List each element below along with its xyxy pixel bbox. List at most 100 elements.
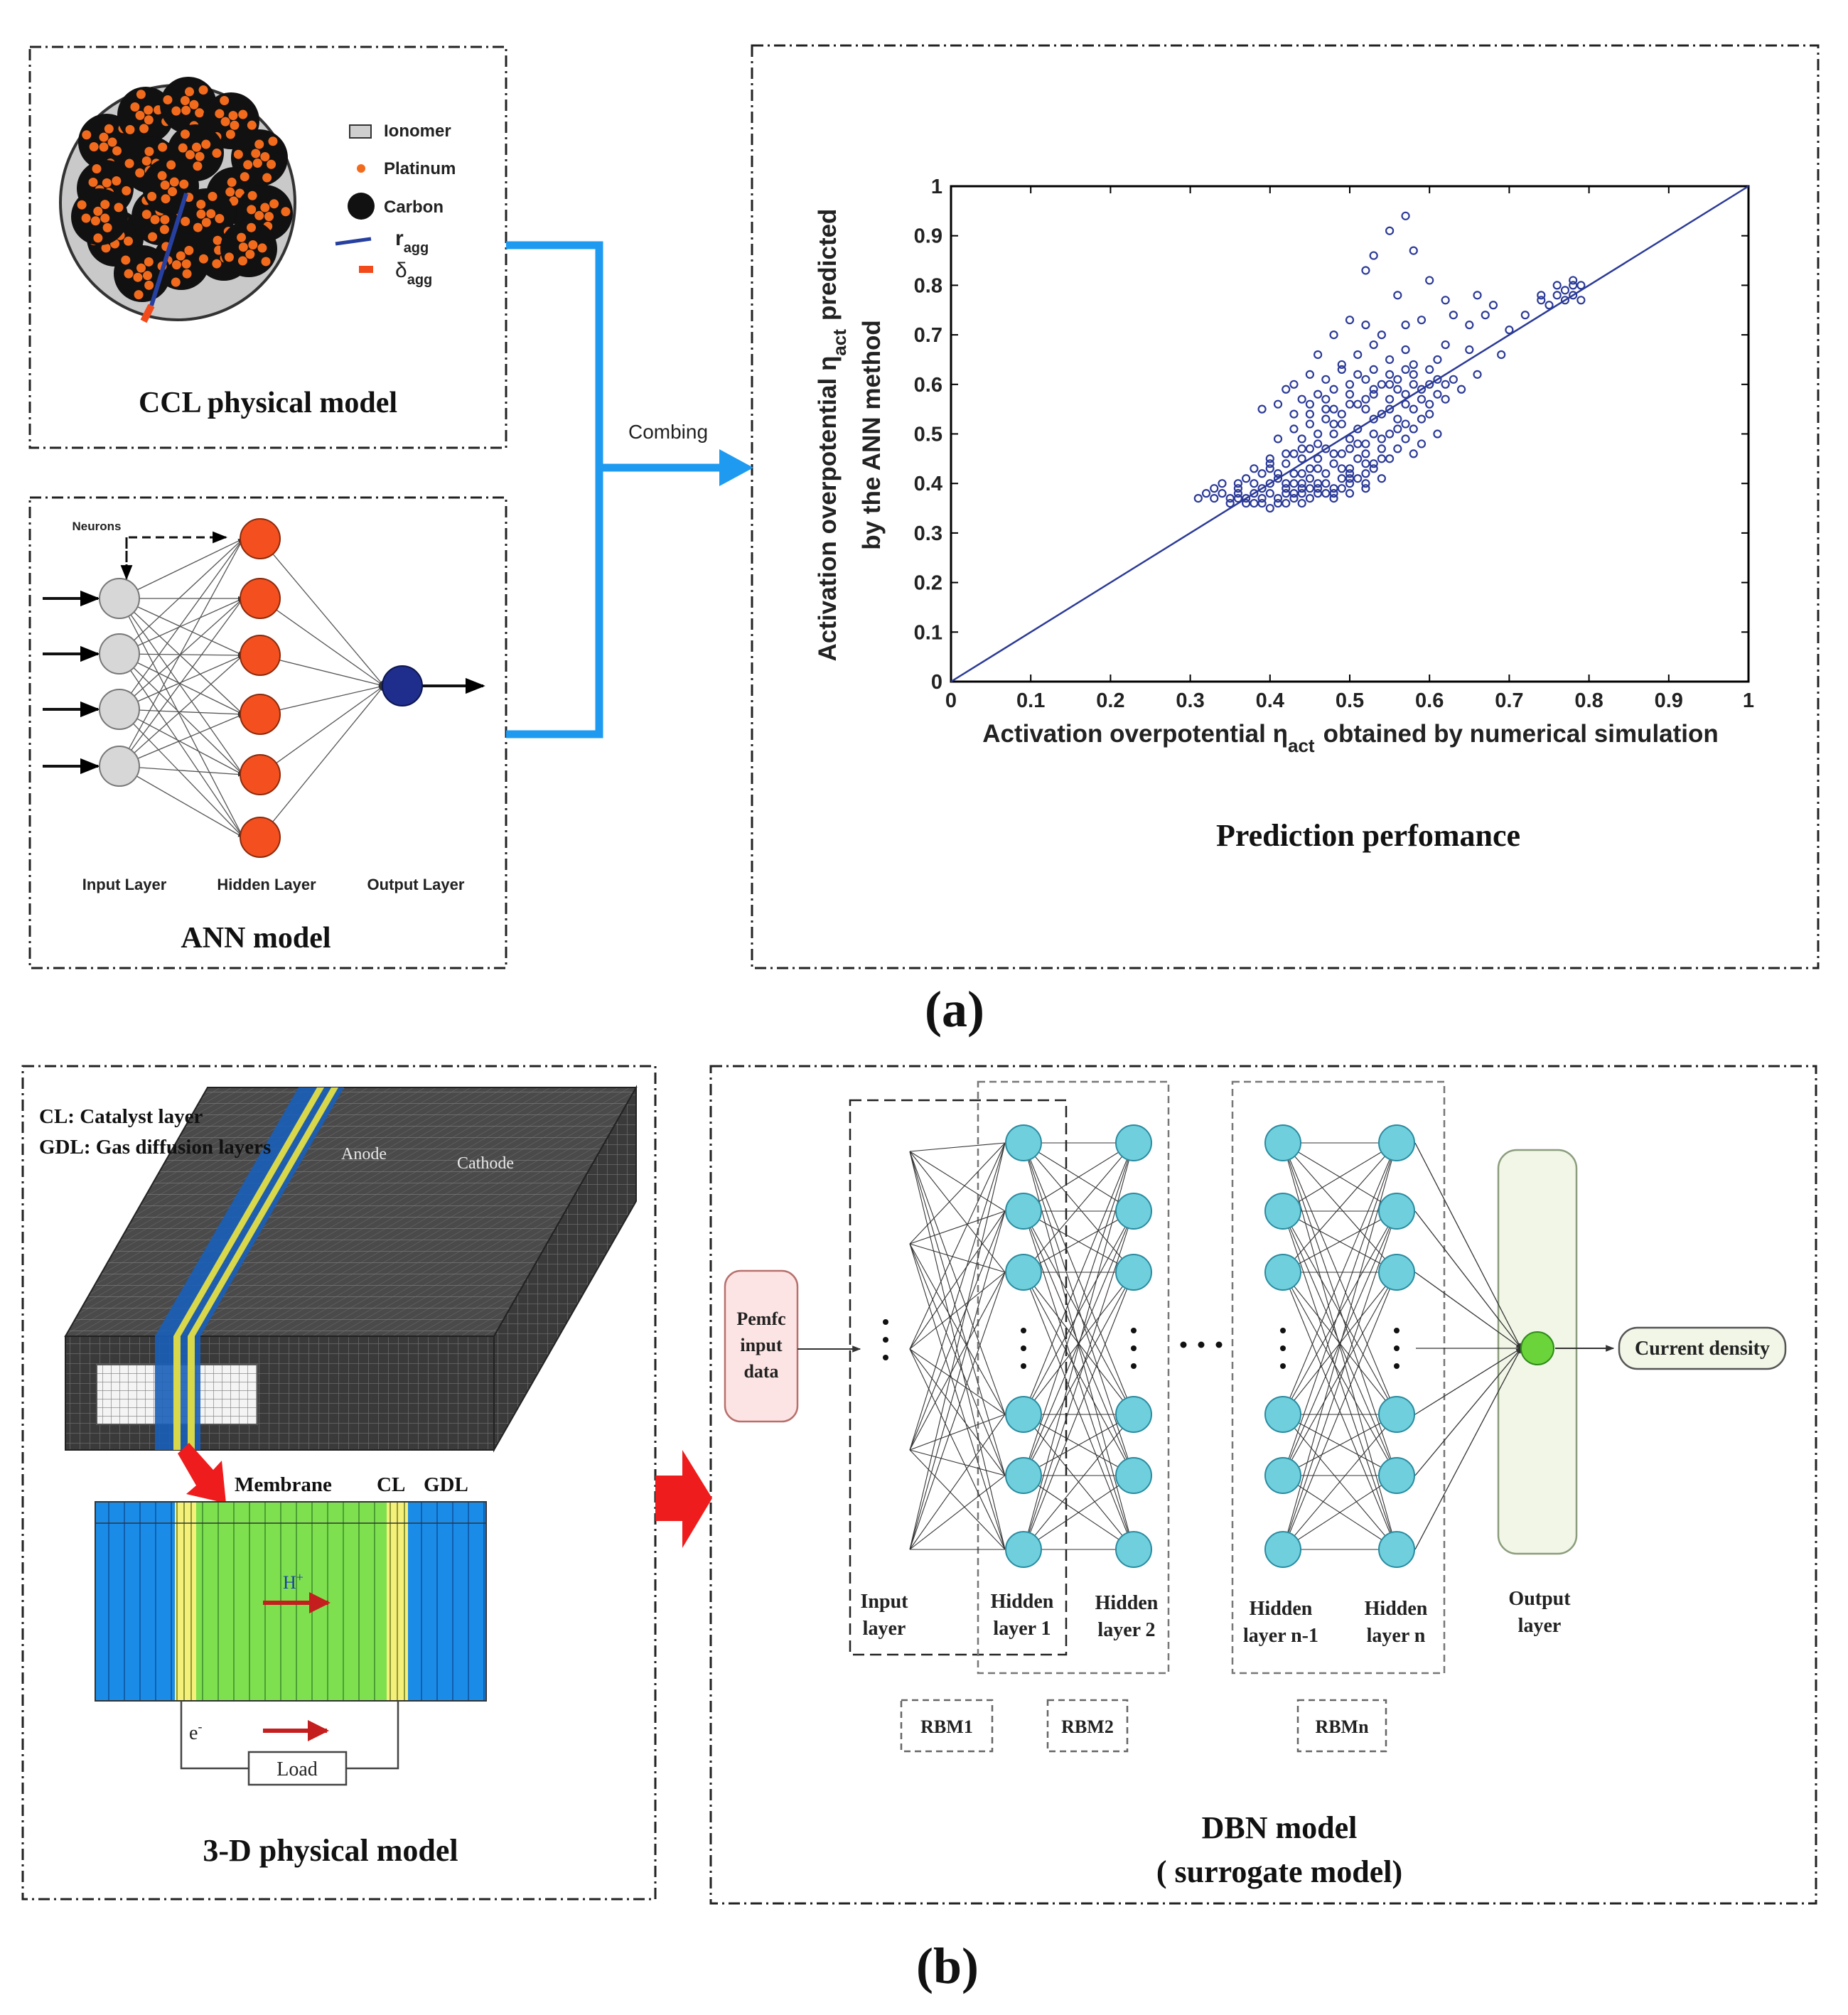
dbn-diagram — [724, 1080, 1787, 1753]
platinum-dot — [195, 151, 205, 161]
ellipsis-dot — [1021, 1328, 1026, 1333]
dbn-connection — [909, 1272, 1006, 1350]
platinum-dot — [135, 110, 145, 120]
data-point — [1305, 464, 1315, 473]
data-point — [1545, 301, 1554, 310]
platinum-dot — [206, 209, 216, 219]
platinum-dot — [192, 142, 202, 152]
hidden-neuron — [240, 694, 281, 735]
data-point — [1361, 404, 1370, 414]
platinum-dot — [102, 222, 112, 232]
data-point — [1361, 479, 1370, 488]
chart-points — [1193, 211, 1586, 513]
platinum-dot — [257, 243, 267, 253]
dbn-connection — [909, 1151, 1006, 1212]
platinum-dot — [181, 216, 190, 226]
platinum-dot — [144, 115, 154, 125]
output-layer-l1: Output — [1508, 1588, 1571, 1610]
platinum-dot — [185, 150, 195, 160]
platinum-dot — [171, 277, 181, 287]
platinum-dot — [88, 178, 98, 188]
data-point — [1345, 389, 1355, 399]
platinum-dot — [254, 139, 264, 149]
data-point — [1425, 409, 1434, 419]
reference-line — [950, 185, 1749, 683]
data-point — [1441, 340, 1450, 350]
platinum-dot — [121, 255, 131, 265]
data-point — [1282, 479, 1291, 488]
data-point — [1273, 399, 1283, 409]
data-point — [1297, 479, 1306, 488]
data-point — [1282, 459, 1291, 468]
data-point — [1361, 375, 1370, 384]
data-point — [1297, 469, 1306, 478]
data-point — [1409, 370, 1418, 379]
platinum-dot — [237, 256, 247, 266]
platinum-dot — [161, 194, 171, 204]
dbn-connection — [909, 1243, 1006, 1476]
data-point — [1425, 399, 1434, 409]
legend-platinum: Platinum — [384, 159, 456, 178]
data-point — [1401, 211, 1410, 220]
platinum-dot — [163, 95, 173, 104]
ann-connection — [119, 598, 244, 655]
dbn-connection — [1023, 1210, 1134, 1273]
dbn-connection — [1282, 1475, 1397, 1550]
ann-connection — [259, 684, 385, 715]
dbn-neuron — [1115, 1124, 1152, 1161]
data-point — [1369, 340, 1378, 350]
platinum-dot — [181, 105, 191, 115]
platinum-dot — [93, 206, 103, 216]
data-point — [1337, 474, 1346, 483]
dbn-neuron — [1264, 1193, 1301, 1230]
hidden-n1-l2: layer n-1 — [1243, 1625, 1318, 1647]
platinum-dot — [124, 236, 134, 246]
data-point — [1433, 355, 1442, 365]
data-point — [1265, 503, 1274, 513]
data-point — [1329, 449, 1338, 458]
y-axis-label-line1: Activation overpotential ηactpredicted — [814, 209, 850, 662]
ccl-title: CCL physical model — [139, 387, 397, 419]
platinum-dot — [81, 213, 91, 223]
data-point — [1329, 494, 1338, 503]
dbn-connection — [909, 1243, 1006, 1550]
fuel-cell-block — [64, 1085, 638, 1453]
data-point — [1289, 409, 1299, 419]
dbn-connection — [1023, 1475, 1134, 1550]
data-point — [1265, 459, 1274, 468]
dbn-connection — [1282, 1414, 1397, 1476]
dbn-connection — [909, 1348, 1006, 1550]
dbn-connection — [1282, 1142, 1397, 1415]
data-point — [1345, 380, 1355, 389]
data-point — [1385, 370, 1395, 379]
data-point — [1297, 454, 1306, 463]
data-point — [1353, 424, 1363, 434]
data-point — [1289, 380, 1299, 389]
y-axis-label-line2: by the ANN method — [858, 320, 886, 549]
data-point — [1473, 370, 1482, 379]
dbn-connection — [909, 1210, 1006, 1550]
data-point — [1282, 489, 1291, 498]
platinum-dot — [99, 142, 109, 152]
carbon-swatch — [348, 193, 375, 220]
legend-r-agg-sub: agg — [404, 240, 429, 256]
data-point — [1337, 409, 1346, 419]
ellipsis-dot — [1280, 1328, 1286, 1333]
data-point — [1305, 484, 1315, 493]
dbn-connection — [1023, 1414, 1134, 1550]
data-point — [1385, 429, 1395, 439]
data-point — [1305, 370, 1315, 379]
dbn-neuron — [1378, 1124, 1415, 1161]
data-point — [1233, 489, 1243, 498]
ann-connection — [119, 538, 244, 767]
ann-connection — [119, 655, 244, 767]
data-point — [1314, 479, 1323, 488]
ann-connection — [119, 652, 244, 658]
data-point — [1314, 389, 1323, 399]
data-point — [1417, 394, 1427, 404]
hidden-neuron — [240, 578, 281, 619]
data-point — [1409, 380, 1418, 389]
data-point — [1218, 489, 1227, 498]
